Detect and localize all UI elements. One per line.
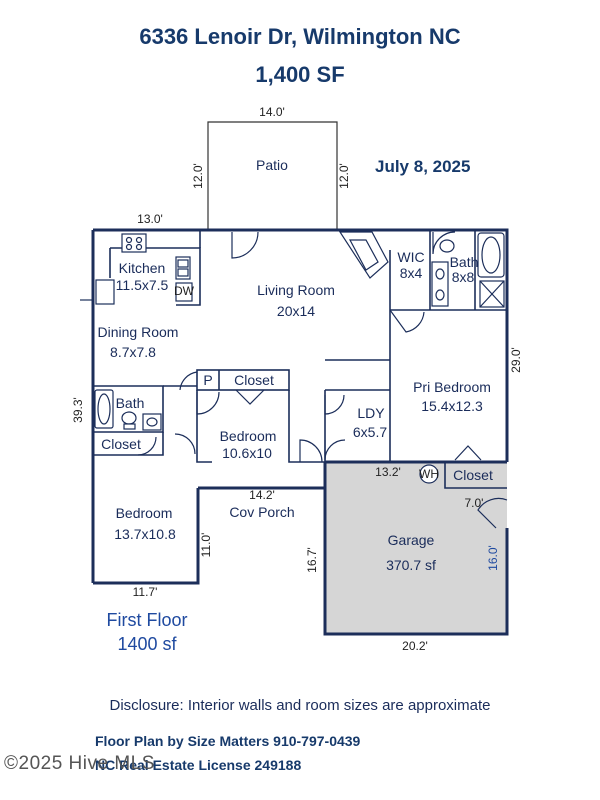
pri-bedroom-size: 15.4x12.3 [421,398,483,414]
kitchen-label: Kitchen [119,260,166,276]
wic-size: 8x4 [400,265,423,281]
bath-left-label: Bath [116,395,145,411]
pri-bedroom-label: Pri Bedroom [413,379,491,395]
hall-closet-label: Closet [234,372,274,388]
property-address: 6336 Lenoir Dr, Wilmington NC [139,24,461,49]
living-room-label: Living Room [257,282,335,298]
dishwasher-icon [175,282,193,302]
garage-floor [325,462,507,634]
plan-date: July 8, 2025 [375,157,471,176]
bedroom-left-label: Bedroom [116,505,173,521]
wic-label: WIC [397,249,424,265]
watermark: ©2025 Hive MLS [4,753,155,774]
kitchen-size: 11.5x7.5 [116,277,169,293]
dw-label: DW [174,284,195,298]
door-swings [80,231,508,529]
patio-label: Patio [256,157,288,173]
garage-size: 370.7 sf [386,557,436,573]
dim-patio-width: 14.0' [259,105,285,119]
total-area: 1,400 SF [255,62,345,87]
dim-patio-depth-left: 12.0' [191,163,205,189]
living-room-size: 20x14 [277,303,315,319]
dim-right-depth: 29.0' [509,347,523,373]
bedroom-mid-label: Bedroom [220,428,277,444]
fridge-icon [95,279,115,305]
pri-closet-label: Closet [453,467,493,483]
dim-garage-width-bottom: 20.2' [402,639,428,653]
dim-garage-depth-right: 16.0' [486,545,500,571]
license-text: NC Real Estate License 249188 [95,757,302,773]
dim-patio-depth-right: 12.0' [337,163,351,189]
floor-name: First Floor [107,610,188,630]
toilet-icon [439,239,455,253]
dim-left-depth: 39.3' [71,397,85,423]
dim-top-left-width: 13.0' [137,212,163,226]
dim-porch-width: 14.2' [249,488,275,502]
wh-label: WH [419,467,439,481]
pantry-label: P [203,372,212,388]
floor-area: 1400 sf [117,634,177,654]
credit-text: Floor Plan by Size Matters 910-797-0439 [95,733,361,749]
toilet-left-icon [121,411,137,425]
dim-garage-depth-left: 16.7' [305,547,319,573]
garage-label: Garage [388,532,435,548]
disclosure-text: Disclosure: Interior walls and room size… [109,697,491,714]
ldy-size: 6x5.7 [353,424,387,440]
bedroom-left-size: 13.7x10.8 [114,526,176,542]
dim-bottom-left-width: 11.7' [133,585,158,599]
dim-garage-notch: 7.0' [465,496,484,510]
exterior-walls [91,228,509,636]
cov-porch-label: Cov Porch [229,504,294,520]
bath-main-label: Bath [450,254,479,270]
stove-icon [121,233,147,253]
dim-garage-width-top: 13.2' [375,465,401,479]
bath-main-size: 8x8 [452,269,475,285]
closet-left-label: Closet [101,436,141,452]
dining-room-size: 8.7x7.8 [110,344,156,360]
ldy-label: LDY [357,405,385,421]
water-heater-icon [419,464,439,484]
dining-room-label: Dining Room [98,324,179,340]
bedroom-mid-size: 10.6x10 [222,445,272,461]
fixtures [94,231,505,484]
patio-outline [207,121,338,230]
interior-walls [92,230,507,489]
dim-porch-depth: 11.0' [199,533,213,558]
